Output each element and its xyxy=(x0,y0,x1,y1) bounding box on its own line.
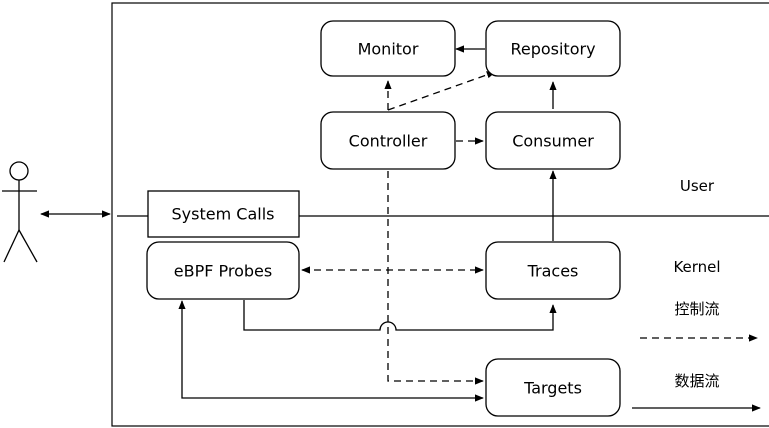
controller-label: Controller xyxy=(349,132,428,151)
legend-data-flow-label: 数据流 xyxy=(674,372,719,390)
targets-label: Targets xyxy=(523,379,582,398)
repository-label: Repository xyxy=(510,40,595,59)
traces-label: Traces xyxy=(527,262,579,281)
ebpf-probes-node: eBPF Probes xyxy=(146,241,300,300)
ebpf-probes-label: eBPF Probes xyxy=(174,262,272,281)
kernel-zone-label: Kernel xyxy=(673,258,720,276)
system-calls-label: System Calls xyxy=(172,205,275,224)
monitor-node: Monitor xyxy=(320,20,456,77)
system-calls-node: System Calls xyxy=(147,190,300,238)
controller-to-repository-arrow xyxy=(387,71,496,111)
controller-node: Controller xyxy=(320,111,456,170)
traces-node: Traces xyxy=(485,241,621,300)
system-boundary xyxy=(111,2,769,427)
probes-targets-data-arrow xyxy=(178,300,484,402)
probes-to-traces-arrow xyxy=(243,300,557,331)
consumer-node: Consumer xyxy=(485,111,621,170)
controller-to-targets-arrow xyxy=(387,171,484,385)
user-actor-icon xyxy=(2,161,38,263)
monitor-label: Monitor xyxy=(358,40,419,59)
targets-node: Targets xyxy=(485,358,621,417)
consumer-label: Consumer xyxy=(512,132,594,151)
legend-control-flow-label: 控制流 xyxy=(674,300,719,318)
repository-node: Repository xyxy=(485,20,621,77)
user-zone-label: User xyxy=(680,177,715,195)
